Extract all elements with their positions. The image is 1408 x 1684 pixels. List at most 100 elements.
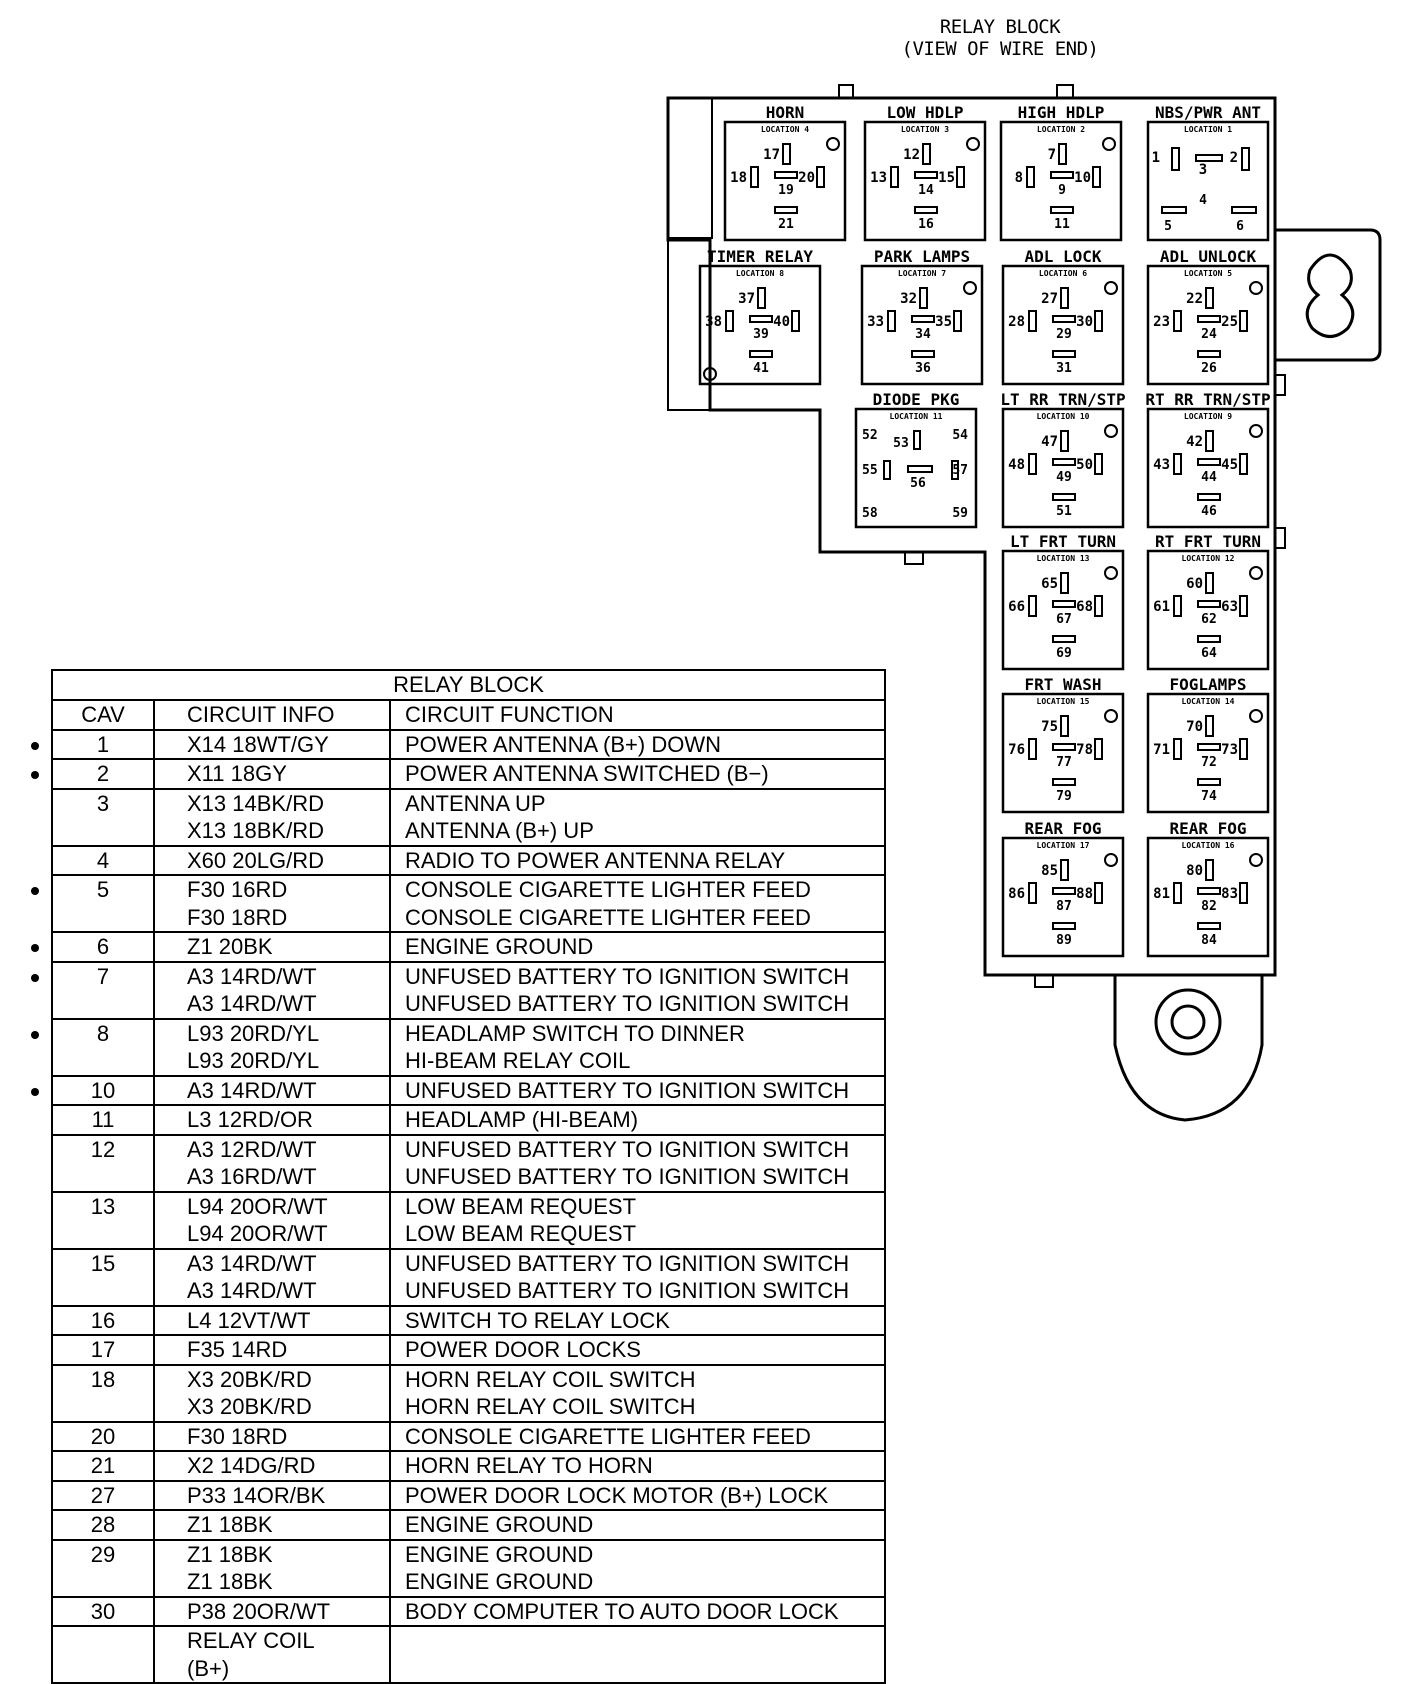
pin-label: 17 [763,147,780,163]
circuit-function-cell: ENGINE GROUND [389,931,886,963]
pin-label: 69 [1056,646,1072,661]
column-header-cav: CAV [51,699,155,731]
circuit-info-line: A3 14RD/WT [187,963,317,989]
circuit-function-line: ENGINE GROUND [405,1569,594,1594]
pin-terminal [1052,600,1076,608]
circuit-function-line: UNFUSED BATTERY TO IGNITION SWITCH [405,963,850,989]
pin-terminal [1060,430,1069,452]
circuit-function-cell: RADIO TO POWER ANTENNA RELAY [389,844,886,876]
index-circle [826,137,840,151]
cav-cell: 10 [51,1074,155,1106]
relay-box [1146,836,1270,958]
relay-box [1001,549,1125,671]
bullet-marker [31,973,39,982]
pin-terminal [1197,635,1221,643]
relay-box [999,120,1123,242]
index-circle [1104,853,1118,867]
pin-terminal [816,166,825,188]
pin-label: 63 [1221,599,1238,615]
circuit-info-line: F30 16RD [187,877,288,902]
circuit-info-line: F30 18RD [187,904,288,930]
pin-terminal [1094,738,1103,760]
pin-label: 37 [738,291,755,307]
pin-label: 84 [1201,933,1217,948]
pin-label: 40 [773,314,790,330]
pin-label: 55 [862,463,878,478]
pin-label: 15 [938,170,955,186]
pin-terminal [1028,738,1037,760]
circuit-info-line: A3 14RD/WT [187,1278,317,1303]
circuit-function-line: LOW BEAM REQUEST [405,1221,637,1246]
circuit-info-cell: L4 12VT/WT [153,1304,391,1336]
relay-location-label: LOCATION 8 [736,269,784,278]
pin-terminal [1028,595,1037,617]
pin-terminal [1052,315,1076,323]
pin-label: 46 [1201,504,1217,519]
pin-label: 31 [1056,361,1072,376]
pin-terminal [1205,430,1214,452]
index-circle [963,281,977,295]
pin-terminal [749,350,773,358]
relay-location-label: LOCATION 7 [898,269,946,278]
bullet-marker [31,771,39,779]
pin-terminal [1197,493,1221,501]
cav-cell: 11 [51,1104,155,1136]
pin-label: 38 [705,314,722,330]
pin-label: 42 [1186,434,1203,450]
pin-label: 26 [1201,361,1217,376]
circuit-info-line: L94 20OR/WT [187,1193,328,1219]
index-circle [1249,853,1263,867]
circuit-info-line: L94 20OR/WT [187,1221,328,1246]
pin-terminal [1028,453,1037,475]
circuit-function-cell: ENGINE GROUND [389,1509,886,1541]
relay-box [1146,692,1270,814]
circuit-info-line: A3 12RD/WT [187,1136,317,1162]
pin-terminal [750,166,759,188]
index-circle [1102,137,1116,151]
cav-cell: 5 [51,874,155,933]
circuit-info-cell: RELAY COIL(B+) [153,1625,391,1684]
circuit-function-line: HORN RELAY TO HORN [405,1453,653,1478]
circuit-function-line: HI-BEAM RELAY COIL [405,1048,631,1073]
circuit-info-line: Z1 18BK [187,1512,273,1537]
circuit-info-cell: X2 14DG/RD [153,1450,391,1482]
pin-terminal [1094,882,1103,904]
mount-hole-icon [1154,988,1222,1056]
relay-location-label: LOCATION 9 [1184,412,1232,421]
pin-terminal [791,310,800,332]
pin-terminal [1173,738,1182,760]
relay-box [1001,692,1125,814]
pin-terminal [1195,154,1223,162]
pin-terminal [1205,715,1214,737]
bullet-marker [31,887,39,895]
pin-terminal [1050,171,1074,179]
pin-label: 28 [1008,314,1025,330]
relay-name-label: TIMER RELAY [707,247,813,266]
relay-name-label: NBS/PWR ANT [1155,103,1261,122]
housing-top-lip [667,98,820,411]
pin-label: 32 [900,291,917,307]
column-header-circuit-function: CIRCUIT FUNCTION [389,699,886,731]
relay-box [698,264,822,386]
pin-label: 4 [1199,193,1207,208]
pin-label: 47 [1041,434,1058,450]
pin-label: 78 [1076,742,1093,758]
circuit-info-line: Z1 20BK [187,934,273,959]
pin-terminal [1197,458,1221,466]
index-circle [1249,281,1263,295]
circuit-info-cell: X14 18WT/GY [153,728,391,760]
